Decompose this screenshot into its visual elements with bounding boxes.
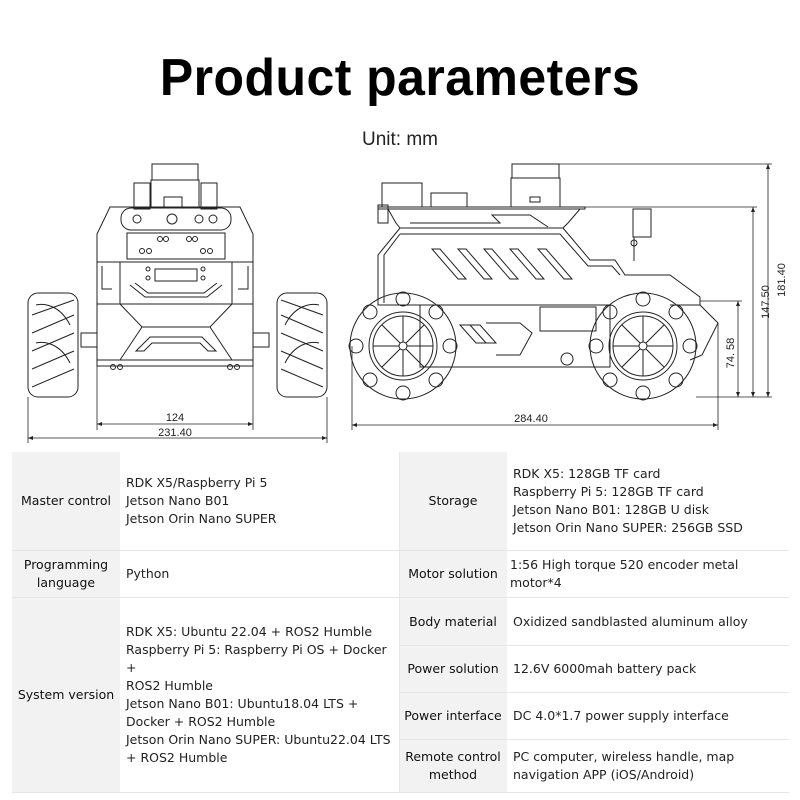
spec-label-system-version: System version bbox=[12, 598, 120, 793]
spec-value-remote-control-method: PC computer, wireless handle, map naviga… bbox=[507, 740, 789, 793]
dim-chassis-height: 147.50 bbox=[760, 285, 772, 319]
spec-value-master-control: RDK X5/Raspberry Pi 5 Jetson Nano B01 Je… bbox=[120, 452, 399, 551]
spec-label-body-material: Body material bbox=[399, 598, 507, 646]
dim-ground-clearance: 74. 58 bbox=[725, 338, 737, 369]
spec-value-storage: RDK X5: 128GB TF card Raspberry Pi 5: 12… bbox=[507, 452, 789, 551]
technical-drawings: 124 231.40 bbox=[0, 155, 800, 445]
spec-label-power-solution: Power solution bbox=[399, 646, 507, 693]
spec-label-motor-solution: Motor solution bbox=[399, 551, 507, 598]
spec-value-power-solution: 12.6V 6000mah battery pack bbox=[507, 646, 789, 693]
spec-label-master-control: Master control bbox=[12, 452, 120, 551]
spec-value-motor-solution: 1:56 High torque 520 encoder metal motor… bbox=[507, 551, 789, 598]
spec-label-power-interface: Power interface bbox=[399, 693, 507, 740]
dim-overall-height: 181.40 bbox=[776, 263, 788, 297]
dim-overall-width: 231.40 bbox=[158, 427, 192, 439]
dim-body-width: 124 bbox=[166, 412, 184, 424]
spec-value-body-material: Oxidized sandblasted aluminum alloy bbox=[507, 598, 789, 646]
column-divider bbox=[399, 452, 400, 793]
spec-label-programming-language: Programming language bbox=[12, 551, 120, 598]
spec-value-system-version: RDK X5: Ubuntu 22.04 + ROS2 Humble Raspb… bbox=[120, 598, 399, 793]
spec-value-power-interface: DC 4.0*1.7 power supply interface bbox=[507, 693, 789, 740]
dim-overall-length: 284.40 bbox=[514, 413, 548, 425]
front-view-drawing bbox=[27, 163, 328, 443]
unit-label: Unit: mm bbox=[362, 129, 438, 150]
spec-label-storage: Storage bbox=[399, 452, 507, 551]
side-view-drawing bbox=[348, 163, 772, 430]
spec-value-programming-language: Python bbox=[120, 551, 399, 598]
spec-label-remote-control-method: Remote control method bbox=[399, 740, 507, 793]
page-title: Product parameters bbox=[159, 49, 641, 107]
